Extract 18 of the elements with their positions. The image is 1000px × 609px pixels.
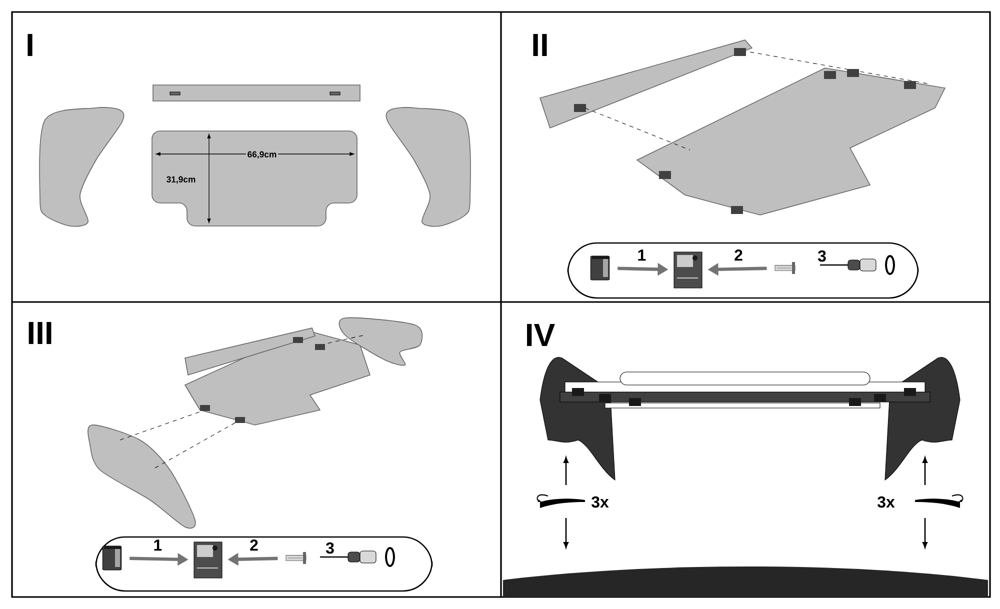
step-number: 1 <box>638 250 646 261</box>
panel-number: III <box>28 322 52 344</box>
repeat-label: 3x <box>877 496 895 508</box>
panel-number: I <box>28 34 32 56</box>
clip-picture <box>674 252 702 288</box>
step-number: 3 <box>326 542 334 554</box>
step-number: 1 <box>154 540 162 551</box>
step-number: 2 <box>250 540 258 551</box>
bracket-picture <box>102 546 122 570</box>
clip-picture <box>194 542 222 578</box>
panel-number: IV <box>527 324 555 346</box>
bracket-picture <box>590 256 610 280</box>
step-number: 3 <box>818 250 826 262</box>
step-number: 2 <box>734 250 742 261</box>
screw-picture <box>286 552 306 564</box>
panel-number: II <box>533 34 547 56</box>
repeat-label: 3x <box>591 496 609 508</box>
screw-picture <box>774 262 796 274</box>
